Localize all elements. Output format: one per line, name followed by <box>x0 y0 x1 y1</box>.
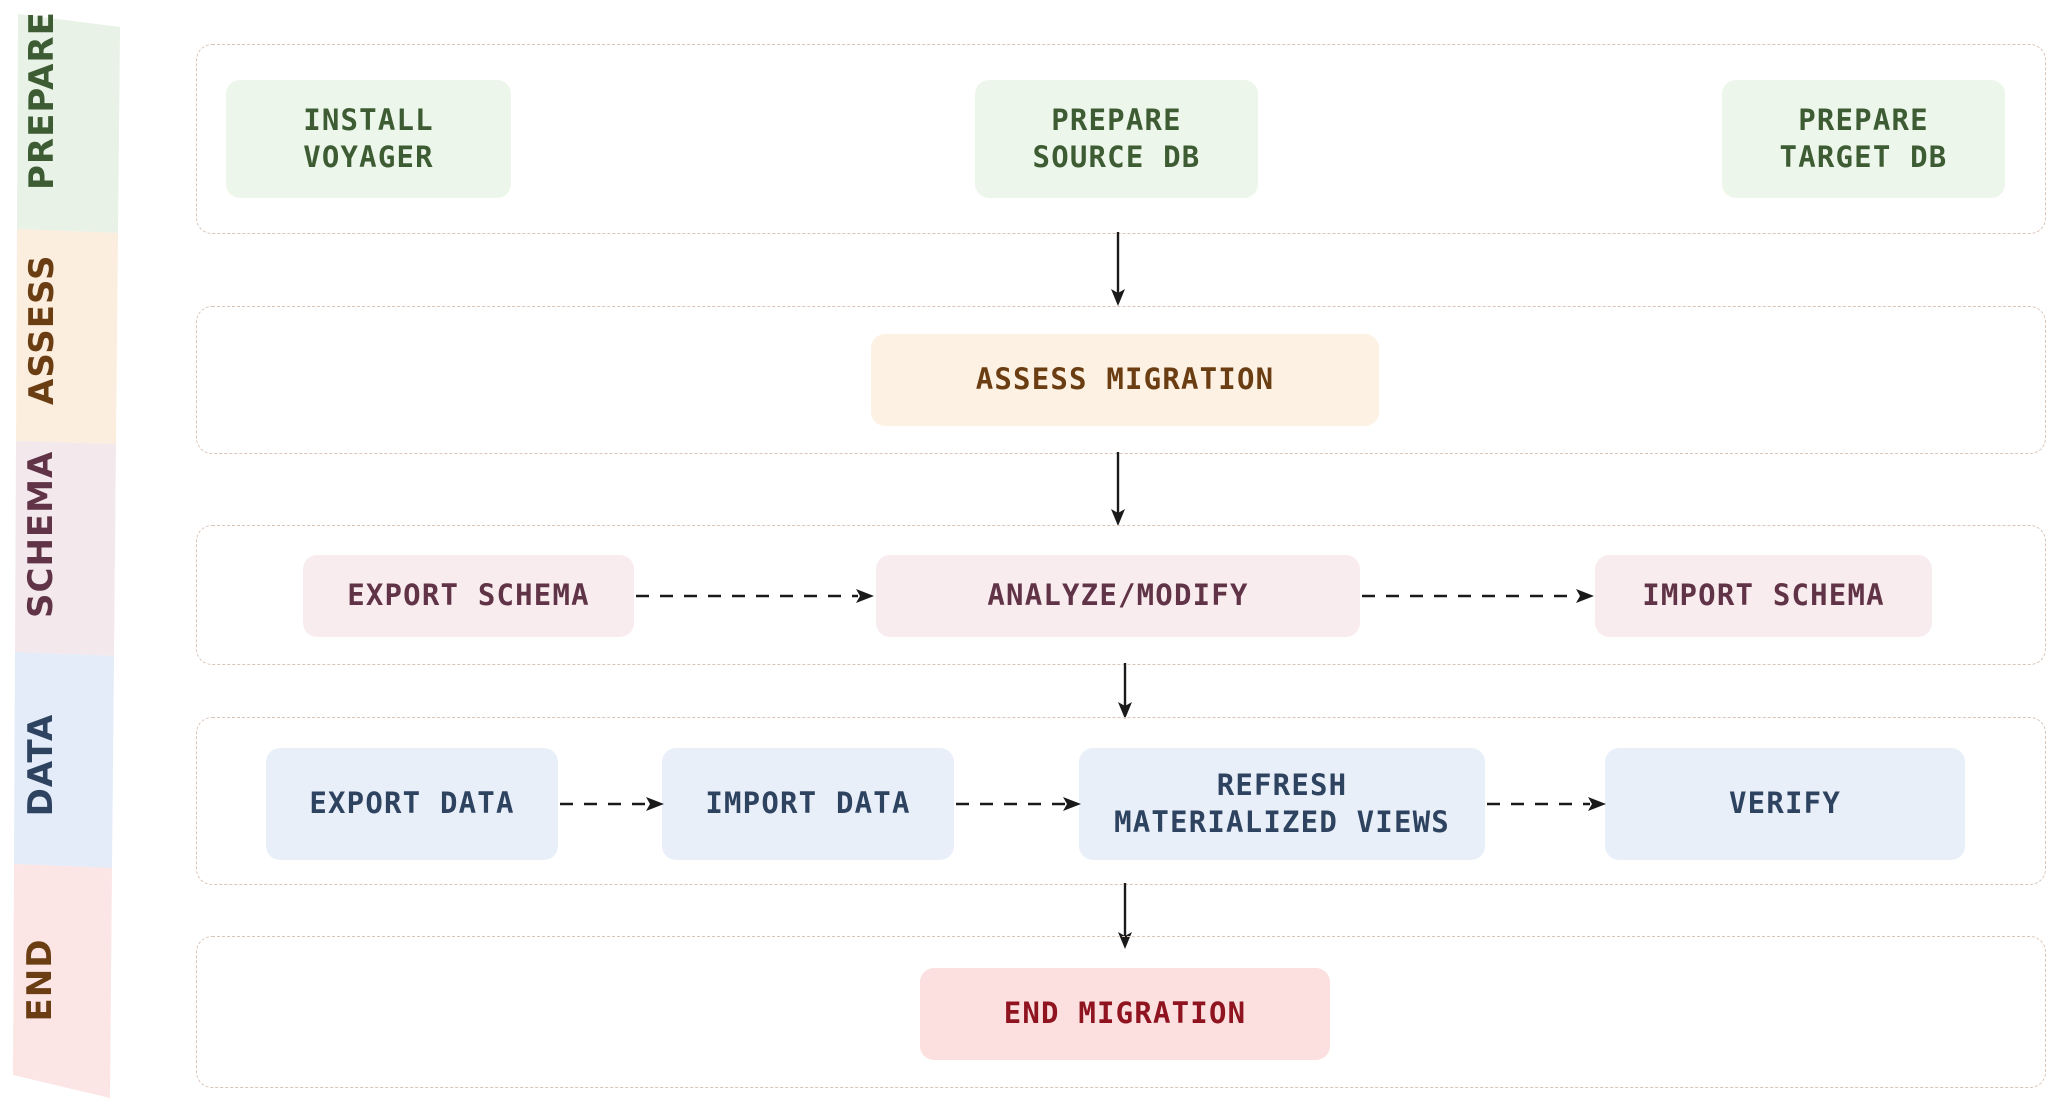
node-analyze-modify[interactable]: ANALYZE/MODIFY <box>876 555 1360 637</box>
row-container-end <box>196 936 2046 1088</box>
connector-assess-to-schema <box>1111 452 1125 526</box>
node-export-data[interactable]: EXPORT DATA <box>266 748 558 860</box>
connector-schema-to-data <box>1118 663 1132 719</box>
connector-prepare-to-assess <box>1111 232 1125 306</box>
phase-band-prepare <box>17 14 120 233</box>
phase-band-schema <box>15 441 116 656</box>
node-import-schema[interactable]: IMPORT SCHEMA <box>1595 555 1932 637</box>
phase-band-end <box>13 864 112 1098</box>
row-container-schema <box>196 525 2046 665</box>
phase-rail-bands <box>13 14 120 1098</box>
node-export-schema[interactable]: EXPORT SCHEMA <box>303 555 634 637</box>
phase-band-data <box>14 652 114 868</box>
phase-band-assess <box>16 229 118 444</box>
row-container-assess <box>196 306 2046 454</box>
node-import-data[interactable]: IMPORT DATA <box>662 748 954 860</box>
node-refresh-materialized-views[interactable]: REFRESH MATERIALIZED VIEWS <box>1079 748 1485 860</box>
node-prepare-target-db[interactable]: PREPARE TARGET DB <box>1722 80 2005 198</box>
row-container-prepare <box>196 44 2046 234</box>
node-assess-migration[interactable]: ASSESS MIGRATION <box>871 334 1379 426</box>
row-container-data <box>196 717 2046 885</box>
node-verify[interactable]: VERIFY <box>1605 748 1965 860</box>
node-end-migration[interactable]: END MIGRATION <box>920 968 1330 1060</box>
node-prepare-source-db[interactable]: PREPARE SOURCE DB <box>975 80 1258 198</box>
phase-rail: PREPARE ASSESS SCHEMA DATA END <box>0 0 140 1105</box>
node-install-voyager[interactable]: INSTALL VOYAGER <box>226 80 511 198</box>
